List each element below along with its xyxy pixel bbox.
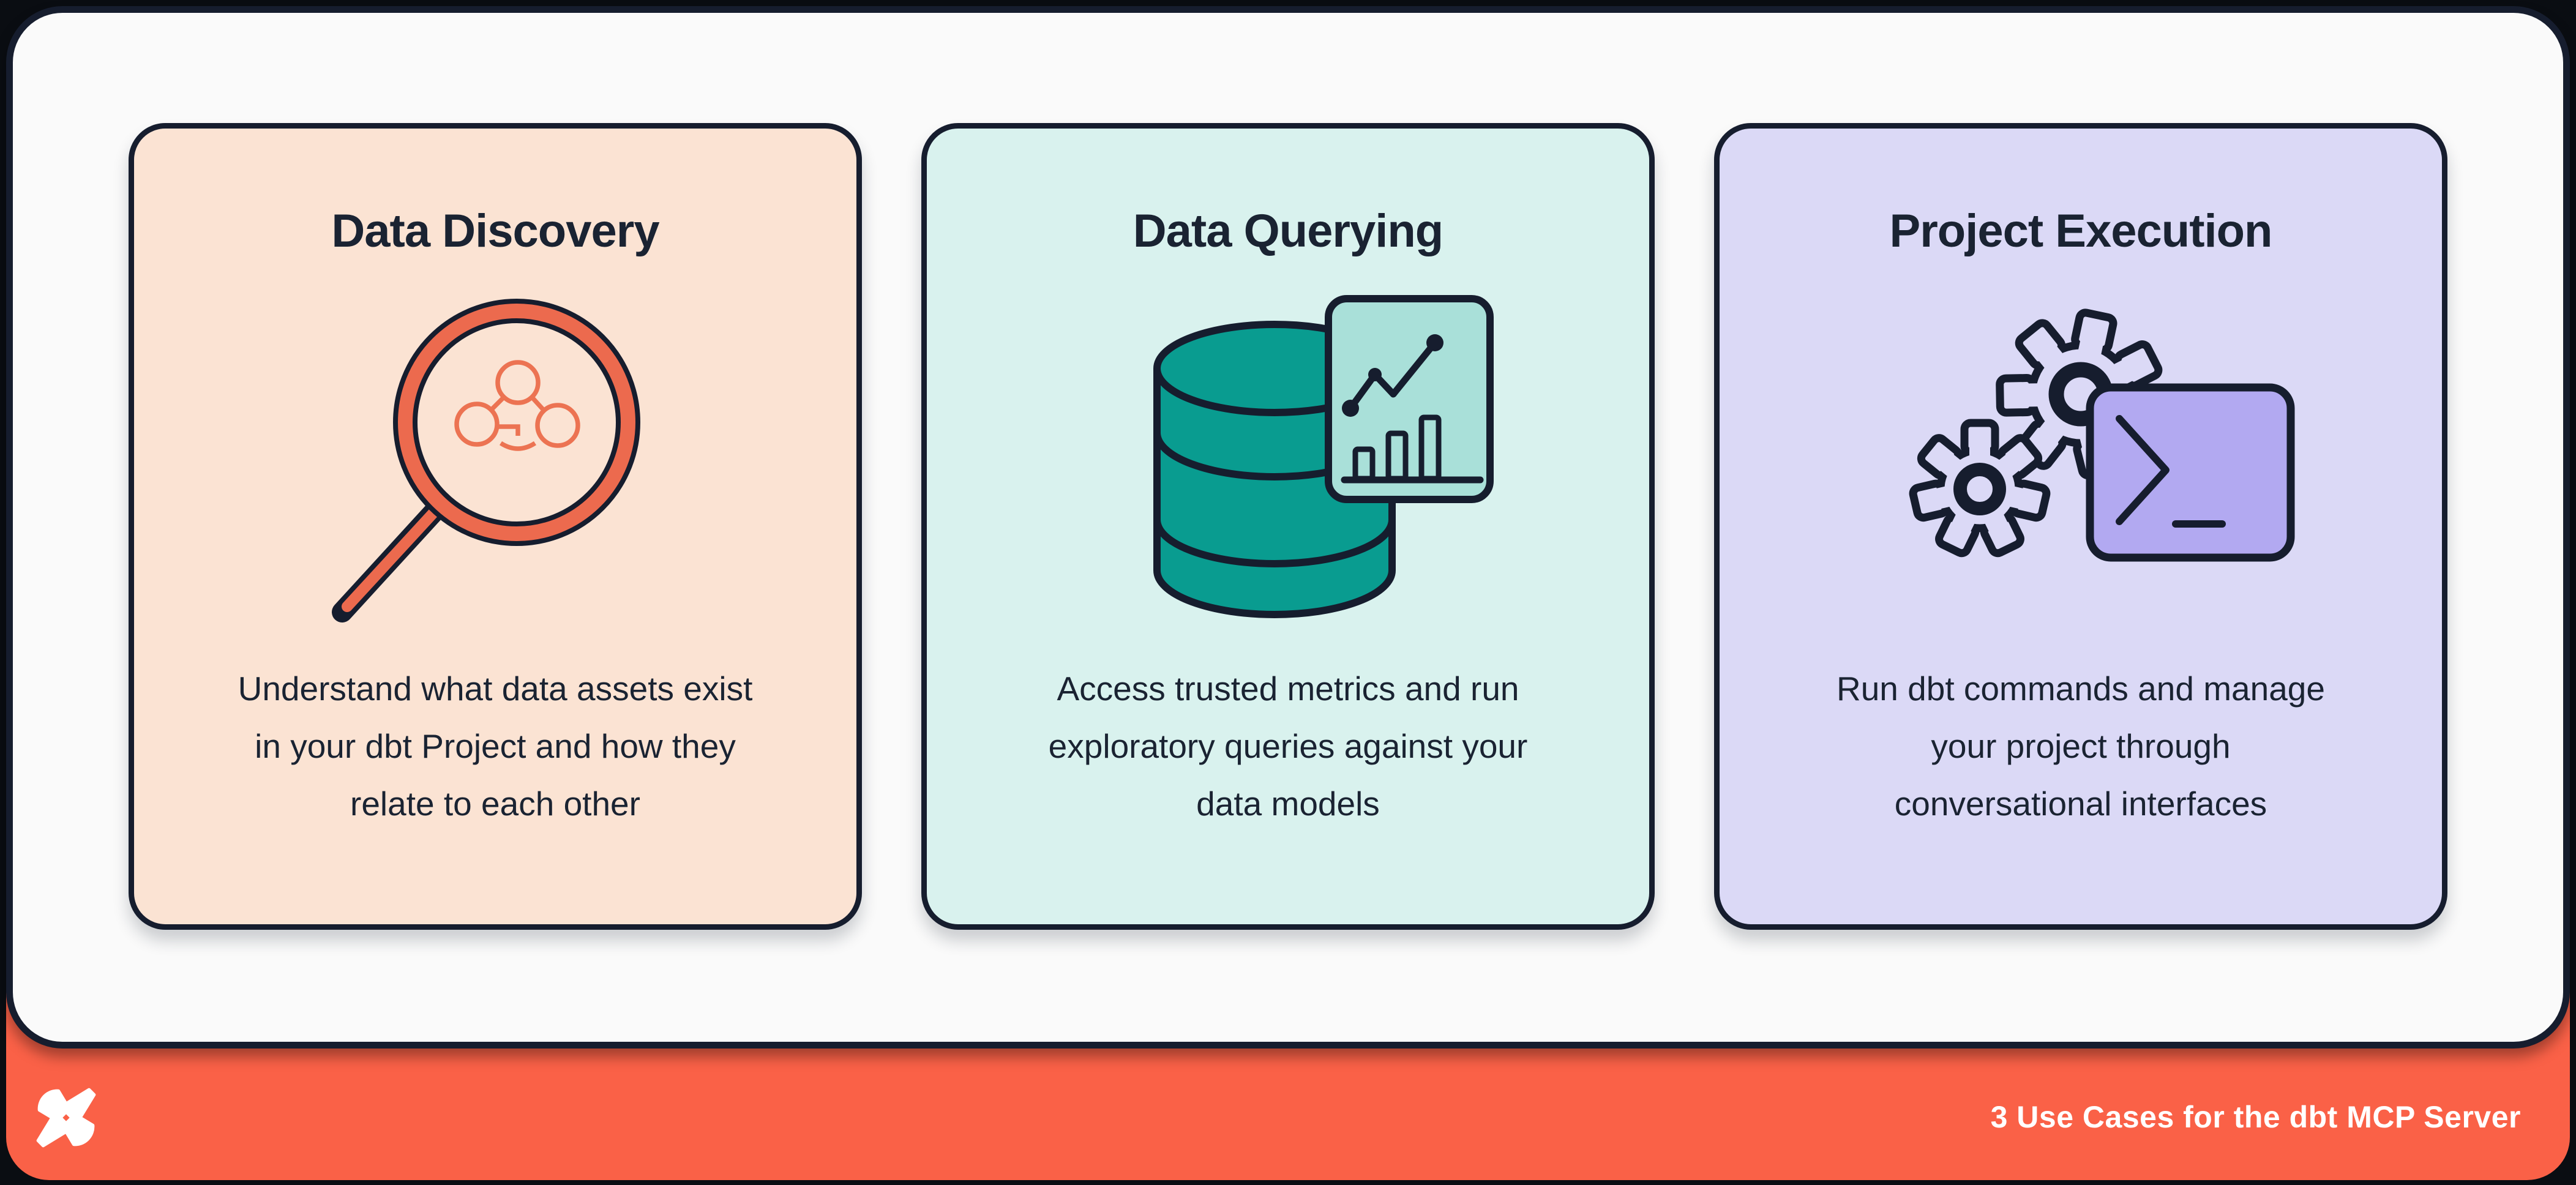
desc-line: your project through <box>1931 727 2231 765</box>
card-title: Data Querying <box>1133 205 1443 257</box>
dbt-logo <box>36 1088 96 1148</box>
magnifier-lineage-icon <box>332 299 640 622</box>
card-description: Run dbt commands and manage your project… <box>1744 660 2417 832</box>
desc-line: Access trusted metrics and run <box>1057 670 1519 708</box>
desc-line: Understand what data assets exist <box>238 670 753 708</box>
desc-line: in your dbt Project and how they <box>255 727 736 765</box>
card-data-querying: Data Querying <box>921 123 1655 930</box>
gears-terminal-icon <box>1909 308 2295 562</box>
card-data-discovery: Data Discovery Understand what data asse… <box>129 123 862 930</box>
desc-line: Run dbt commands and manage <box>1837 670 2325 708</box>
card-description: Access trusted metrics and run explorato… <box>951 660 1625 832</box>
card-description: Understand what data assets exist in you… <box>159 660 832 832</box>
card-title: Data Discovery <box>331 205 659 257</box>
desc-line: conversational interfaces <box>1894 785 2267 823</box>
card-title: Project Execution <box>1889 205 2273 257</box>
desc-line: data models <box>1196 785 1380 823</box>
database-chart-icon <box>1153 295 1494 618</box>
footer-caption: 3 Use Cases for the dbt MCP Server <box>1990 1100 2521 1134</box>
desc-line: exploratory queries against your <box>1048 727 1528 765</box>
cards-row: Data Discovery Understand what data asse… <box>129 123 2447 930</box>
card-project-execution: Project Execution <box>1714 123 2447 930</box>
desc-line: relate to each other <box>350 785 640 823</box>
